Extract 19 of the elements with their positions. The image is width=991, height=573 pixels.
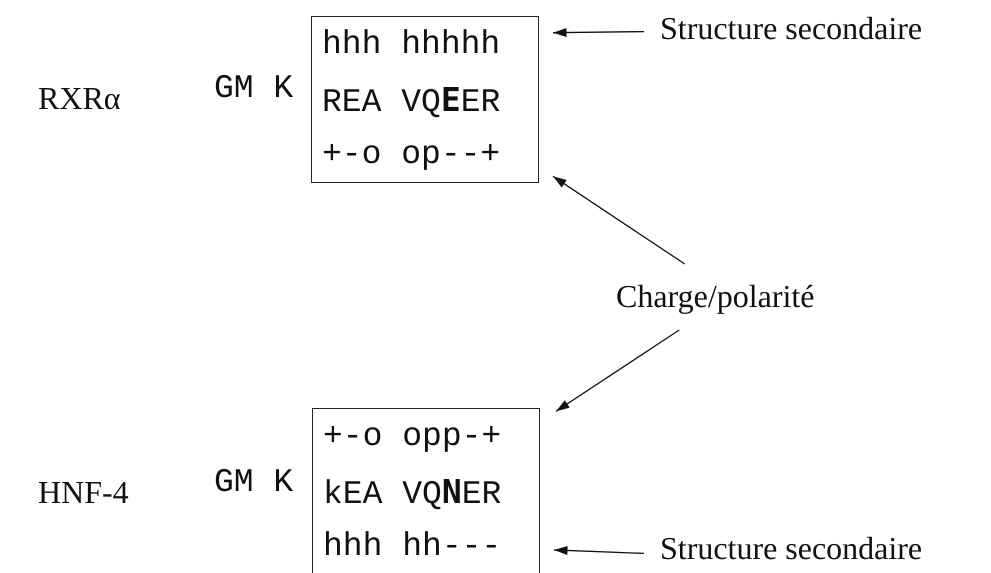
annotation-text: Charge/polarité: [616, 278, 814, 314]
sequence-prefix: GM K: [214, 70, 294, 107]
sequence-row-text: +-o opp-+: [323, 417, 502, 457]
sequence-row-text: hhh hhhhh: [322, 25, 502, 65]
sequence-row-text: hhh hh---: [323, 527, 502, 567]
sequence-prefix: GM K: [214, 464, 294, 501]
arrow: [554, 546, 644, 555]
annotation-text: Structure secondaire: [660, 530, 922, 566]
annotation-text: Structure secondaire: [660, 10, 922, 46]
sequence-row-text: REA VQEER: [322, 79, 502, 123]
sequence-box: [311, 16, 539, 183]
arrow: [552, 176, 686, 265]
protein-name: HNF-4: [38, 474, 129, 511]
sequence-row-text: +-o op--+: [322, 135, 502, 175]
protein-name: RXRα: [38, 80, 121, 117]
arrow: [553, 28, 644, 38]
sequence-box: [312, 408, 540, 573]
sequence-row-text: kEA VQNER: [323, 471, 502, 515]
arrow: [556, 329, 680, 412]
